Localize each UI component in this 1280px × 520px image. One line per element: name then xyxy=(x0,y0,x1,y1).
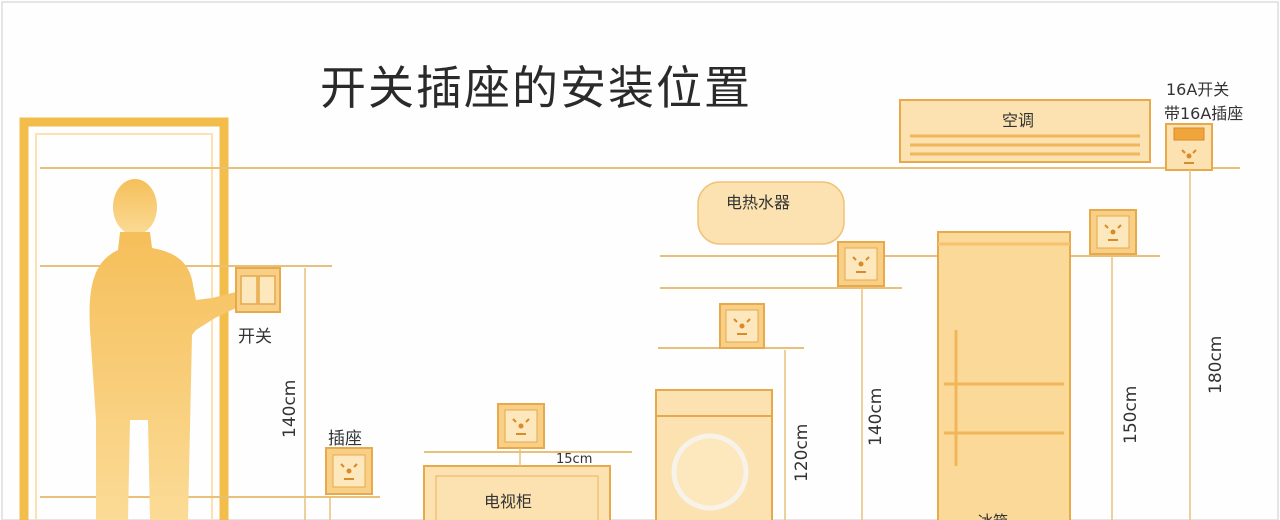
tv-socket xyxy=(497,403,545,449)
diagram-title: 开关插座的安装位置 xyxy=(320,61,752,115)
ac-label: 空调 xyxy=(1002,111,1035,130)
switch-label: 开关 xyxy=(238,327,272,347)
light-switch-plate xyxy=(235,267,281,313)
washer-socket xyxy=(719,303,765,349)
water-heater-shape xyxy=(697,181,845,245)
switch-height-label: 140cm xyxy=(280,379,300,438)
door-inner-frame xyxy=(35,133,213,520)
tv-cabinet-shape xyxy=(423,451,632,520)
washing-machine-shape xyxy=(655,389,773,520)
socket-label: 插座 xyxy=(328,429,362,449)
washer-height-label: 120cm xyxy=(792,423,812,482)
air-conditioner-shape xyxy=(899,99,1151,163)
water-heater-label: 电热水器 xyxy=(726,193,791,212)
wall-socket-low xyxy=(325,447,373,495)
ac-height-label: 180cm xyxy=(1206,335,1226,394)
ac-note-line2: 带16A插座 xyxy=(1164,104,1244,123)
person-silhouette xyxy=(89,179,240,520)
ac-note-line1: 16A开关 xyxy=(1166,80,1230,99)
fridge-label: 冰箱 xyxy=(978,510,1008,520)
tv-cabinet-label: 电视柜 xyxy=(484,492,533,511)
fridge-height-label: 150cm xyxy=(1121,385,1141,444)
heater-height-label: 140cm xyxy=(866,387,886,446)
tv-offset-label: 15cm xyxy=(556,452,593,467)
ac-switch-socket xyxy=(1165,123,1213,171)
door-frame xyxy=(19,117,229,520)
fridge-socket xyxy=(1089,209,1137,255)
fridge-shape xyxy=(937,231,1071,520)
heater-socket xyxy=(837,241,885,287)
